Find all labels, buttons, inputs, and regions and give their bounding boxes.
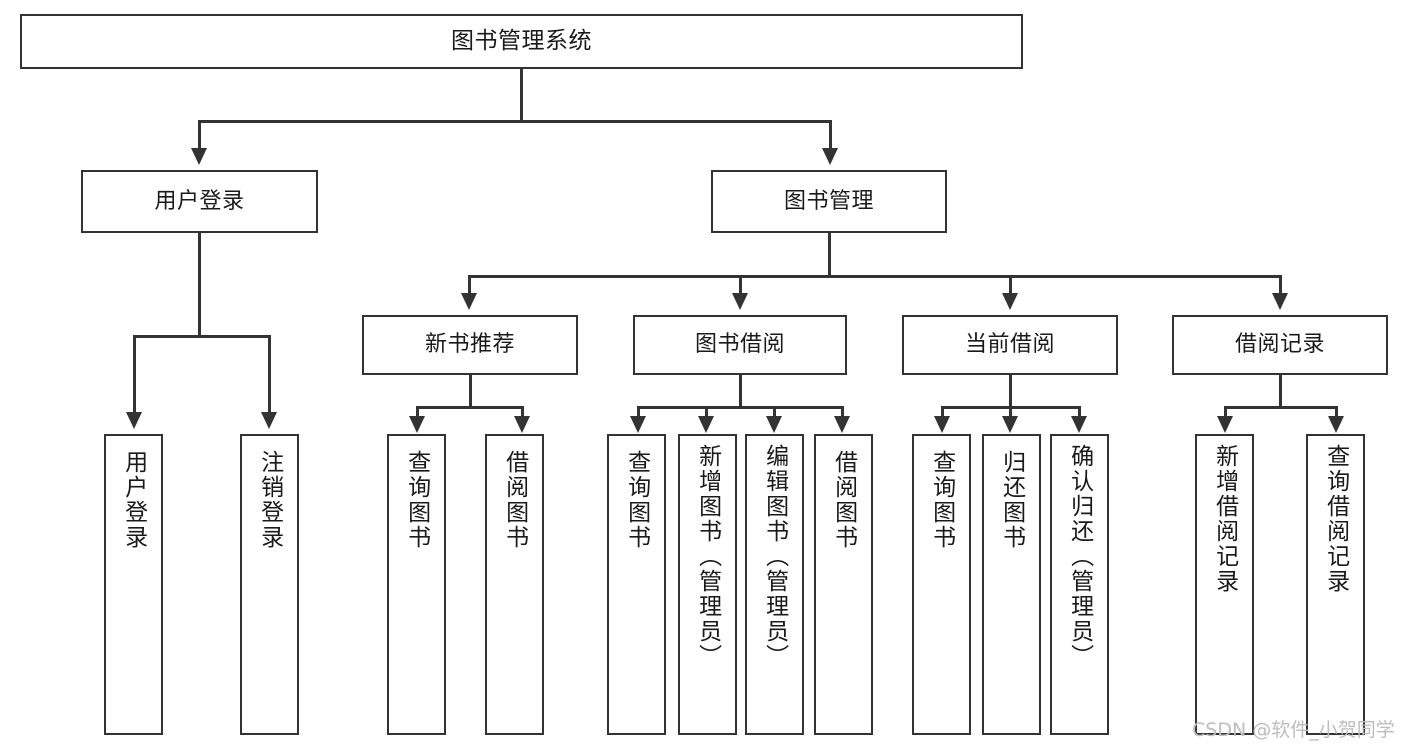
node-label: 当前借阅: [964, 332, 1055, 358]
node-label: 编辑图书（管理员）: [761, 444, 788, 669]
connector-br-to-leaf-2: [1335, 406, 1338, 421]
arrowhead-bm-to-current-borrow: [1002, 293, 1018, 310]
node-label: 图书管理系统: [451, 28, 592, 55]
node-label: 新书推荐: [424, 332, 515, 358]
arrowhead-br-to-leaf-1: [1217, 416, 1233, 433]
leaf-query-book-borrow[interactable]: 查询图书: [607, 434, 666, 735]
leaf-confirm-return-admin[interactable]: 确认归还（管理员）: [1050, 434, 1109, 735]
arrowhead-bm-to-borrow-record: [1272, 293, 1288, 310]
connector-bb-to-leaf-1: [637, 406, 640, 421]
node-label: 新增图书（管理员）: [694, 444, 721, 669]
connector-book-borrow-stem: [739, 375, 742, 408]
arrowhead-bb-to-leaf-4: [834, 416, 850, 433]
arrowhead-bb-to-leaf-2: [698, 416, 714, 433]
connector-new-book-to-leaf-1: [416, 406, 419, 421]
leaf-return-book[interactable]: 归还图书: [982, 434, 1041, 735]
node-label: 图书管理: [783, 188, 874, 214]
leaf-query-borrow-record[interactable]: 查询借阅记录: [1306, 434, 1365, 735]
connector-book-management-bus: [468, 275, 1281, 278]
node-borrow-record[interactable]: 借阅记录: [1172, 315, 1388, 375]
node-label: 借阅图书: [501, 450, 528, 550]
arrowhead-root-to-book-management: [822, 148, 838, 165]
arrowhead-cb-to-leaf-1: [934, 416, 950, 433]
connector-bm-to-new-book: [468, 275, 471, 296]
arrowhead-new-book-to-leaf-2: [514, 416, 530, 433]
connector-bb-to-leaf-4: [841, 406, 844, 421]
connector-user-login-bus: [133, 335, 270, 338]
arrowhead-bb-to-leaf-1: [630, 416, 646, 433]
node-book-management[interactable]: 图书管理: [711, 170, 947, 233]
connector-bb-to-leaf-3: [773, 406, 776, 421]
node-label: 用户登录: [120, 450, 147, 550]
connector-current-borrow-stem: [1009, 375, 1012, 408]
node-label: 借阅图书: [830, 450, 857, 550]
arrowhead-cb-to-leaf-2: [1002, 416, 1018, 433]
leaf-query-book-recommend[interactable]: 查询图书: [387, 434, 446, 735]
node-label: 确认归还（管理员）: [1066, 444, 1093, 669]
leaf-add-borrow-record[interactable]: 新增借阅记录: [1195, 434, 1254, 735]
leaf-user-login[interactable]: 用户登录: [104, 434, 163, 735]
connector-user-login-to-leaf-1: [133, 335, 136, 415]
arrowhead-cb-to-leaf-3: [1071, 416, 1087, 433]
connector-root-stem: [520, 69, 523, 122]
node-label: 注销登录: [256, 450, 283, 550]
node-label: 归还图书: [998, 450, 1025, 550]
arrowhead-user-login-to-leaf-2: [261, 412, 277, 429]
connector-book-management-stem: [828, 233, 831, 277]
connector-new-book-to-leaf-2: [521, 406, 524, 421]
connector-new-book-stem: [469, 375, 472, 408]
arrowhead-user-login-to-leaf-1: [126, 412, 142, 429]
node-label: 查询借阅记录: [1322, 444, 1349, 594]
node-label: 图书借阅: [694, 332, 785, 358]
connector-bm-to-borrow-record: [1279, 275, 1282, 296]
connector-new-book-bus: [416, 406, 523, 409]
arrowhead-new-book-to-leaf-1: [409, 416, 425, 433]
csdn-watermark: CSDN @软件_小贺同学: [1192, 719, 1395, 741]
arrowhead-br-to-leaf-2: [1328, 416, 1344, 433]
connector-root-to-user-login: [198, 120, 201, 151]
connector-root-to-book-management: [829, 120, 832, 151]
connector-cb-to-leaf-1: [941, 406, 944, 421]
node-label: 查询图书: [928, 450, 955, 550]
node-book-borrow[interactable]: 图书借阅: [633, 315, 847, 375]
connector-bb-to-leaf-2: [705, 406, 708, 421]
connector-borrow-record-stem: [1279, 375, 1282, 408]
leaf-logout[interactable]: 注销登录: [240, 434, 299, 735]
node-label: 新增借阅记录: [1211, 444, 1238, 594]
arrowhead-bm-to-new-book: [461, 293, 477, 310]
node-user-login[interactable]: 用户登录: [81, 170, 318, 233]
connector-bm-to-book-borrow: [739, 275, 742, 296]
leaf-query-book-current[interactable]: 查询图书: [912, 434, 971, 735]
connector-root-bus: [198, 120, 832, 123]
node-label: 查询图书: [623, 450, 650, 550]
leaf-borrow-book-recommend[interactable]: 借阅图书: [485, 434, 544, 735]
connector-user-login-to-leaf-2: [268, 335, 271, 415]
leaf-add-book-admin[interactable]: 新增图书（管理员）: [678, 434, 737, 735]
node-label: 用户登录: [154, 188, 245, 214]
node-label: 借阅记录: [1234, 332, 1325, 358]
node-current-borrow[interactable]: 当前借阅: [902, 315, 1118, 375]
connector-borrow-record-bus: [1224, 406, 1337, 409]
connector-user-login-stem: [198, 233, 201, 337]
node-new-book-recommend[interactable]: 新书推荐: [362, 315, 578, 375]
arrowhead-bm-to-book-borrow: [732, 293, 748, 310]
connector-br-to-leaf-1: [1224, 406, 1227, 421]
arrowhead-bb-to-leaf-3: [766, 416, 782, 433]
arrowhead-root-to-user-login: [191, 148, 207, 165]
connector-cb-to-leaf-3: [1078, 406, 1081, 421]
node-book-management-system[interactable]: 图书管理系统: [20, 14, 1023, 69]
connector-bm-to-current-borrow: [1009, 275, 1012, 296]
node-label: 查询图书: [403, 450, 430, 550]
connector-book-borrow-bus: [637, 406, 844, 409]
leaf-borrow-book[interactable]: 借阅图书: [814, 434, 873, 735]
connector-cb-to-leaf-2: [1009, 406, 1012, 421]
leaf-edit-book-admin[interactable]: 编辑图书（管理员）: [745, 434, 804, 735]
